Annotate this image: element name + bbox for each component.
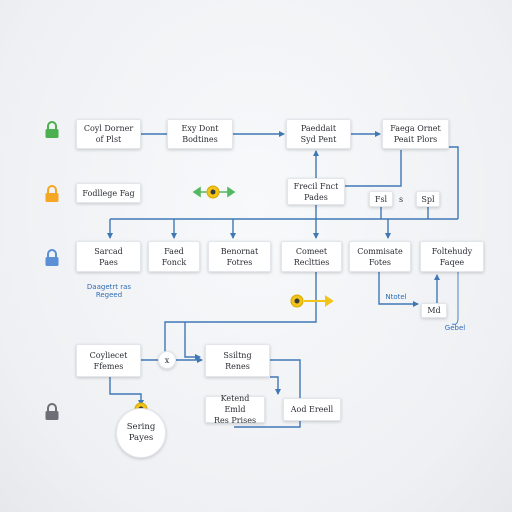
node-commisate[interactable]: Commisate Fotes — [349, 241, 411, 272]
node-fodllege-fag[interactable]: Fodllege Fag — [76, 183, 141, 203]
connector — [451, 270, 459, 325]
node-sering[interactable]: Sering Payes — [116, 408, 166, 458]
connector — [270, 376, 281, 395]
node-faed-fonck[interactable]: Faed Fonck — [148, 241, 200, 272]
note-left: Daagetrt ras Regeed — [86, 283, 132, 299]
note-mid: Ntotel — [385, 293, 407, 301]
connector — [184, 322, 201, 360]
key-icon — [290, 294, 304, 308]
node-spl[interactable]: Spl — [416, 191, 440, 207]
node-comeet[interactable]: Comeet Recltties — [281, 241, 342, 272]
connector — [109, 377, 144, 406]
node-fsl[interactable]: Fsl — [369, 191, 393, 207]
node-x[interactable]: x — [158, 351, 176, 369]
node-benornat[interactable]: Benornat Fotres — [208, 241, 271, 272]
node-aod-ereell[interactable]: Aod Ereell — [283, 398, 341, 421]
coin-icon — [206, 185, 220, 199]
node-coyl-dorner[interactable]: Coyl Dorner of Plst — [76, 119, 141, 149]
connector — [164, 272, 317, 360]
connector — [378, 272, 419, 307]
node-exy-dont[interactable]: Exy Dont Bodtines — [167, 119, 233, 149]
node-paeddait[interactable]: Paeddait Syd Pent — [286, 119, 351, 149]
lock-icon — [45, 249, 59, 266]
node-md[interactable]: Md — [421, 303, 447, 318]
lock-icon — [45, 185, 59, 202]
node-ketend-emld[interactable]: Ketend Emld Res Prises — [205, 394, 265, 425]
node-s[interactable]: s — [398, 194, 404, 204]
node-foltehudy[interactable]: Foltehudy Faqee — [420, 241, 484, 272]
connector — [345, 150, 402, 187]
lock-icon — [45, 121, 59, 138]
node-coyliecet[interactable]: Coyliecet Ffemes — [76, 344, 141, 377]
lock-icon — [45, 403, 59, 420]
connector — [449, 146, 459, 219]
connector — [234, 359, 301, 428]
node-faega-ornet[interactable]: Faega Ornet Peait Plors — [382, 119, 449, 149]
key-arrow — [304, 295, 334, 307]
node-ssiltng[interactable]: Ssiltng Renes — [205, 344, 270, 377]
node-sarcad[interactable]: Sarcad Paes — [76, 241, 141, 272]
node-frecil-fnct[interactable]: Frecil Fnct Pades — [287, 178, 345, 205]
note-right: Gebel — [444, 324, 466, 332]
